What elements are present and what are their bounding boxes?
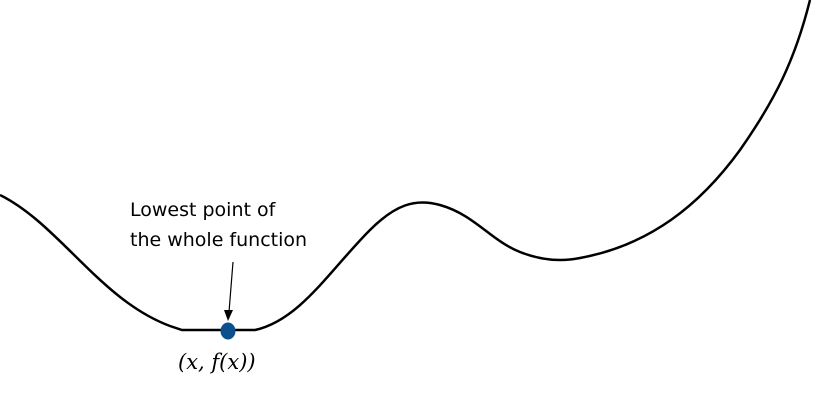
point-label: (x, f(x)) <box>178 350 256 374</box>
annotation-arrow <box>228 261 234 313</box>
annotation-line-1: Lowest point of <box>130 199 276 221</box>
annotation-label: Lowest point of the whole function <box>130 195 307 255</box>
arrow-head-icon <box>224 310 233 321</box>
annotation-line-2: the whole function <box>130 229 308 251</box>
minimum-point <box>220 322 236 340</box>
function-curve <box>0 0 812 332</box>
